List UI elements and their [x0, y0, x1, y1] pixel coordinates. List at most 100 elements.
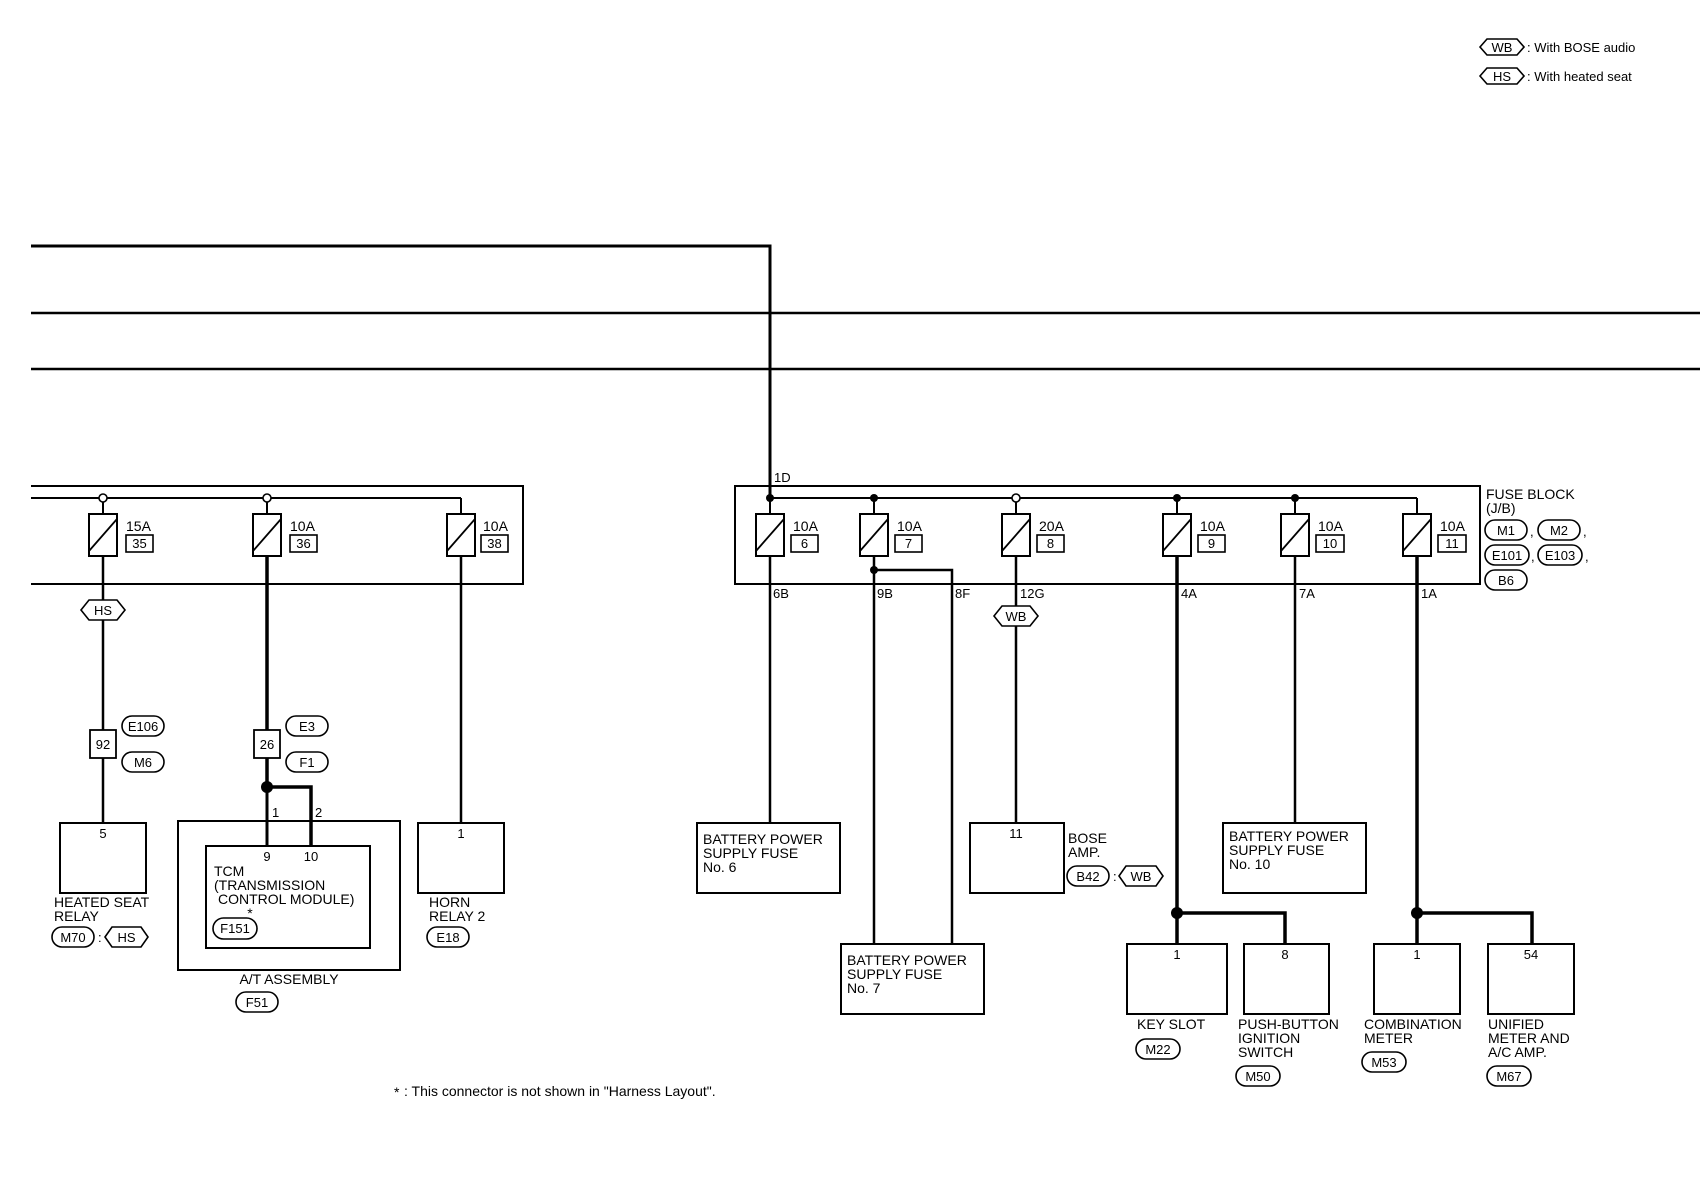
at-assembly-pin-2: 2: [315, 805, 322, 820]
left-fuse-block-frame: [31, 485, 524, 585]
conn-f1-label: F1: [299, 755, 314, 770]
horn-relay-conn: E18: [436, 930, 459, 945]
fuse-block-comma-3: ,: [1531, 549, 1535, 564]
push-button-label-1: PUSH-BUTTON: [1238, 1016, 1339, 1032]
meter-circuit: 1A 1 COMBINATION METER M53 54 UNIFIED ME…: [1361, 556, 1575, 1087]
fuse-7-rating: 10A: [897, 518, 923, 534]
terminal-6b: 6B: [773, 586, 789, 601]
bps10-label-1: BATTERY POWER: [1229, 828, 1349, 844]
bose-amp-pin: 11: [1009, 826, 1023, 841]
tcm-conn: F151: [220, 921, 250, 936]
fuse-38-number: 38: [487, 536, 501, 551]
terminal-7a: 7A: [1299, 586, 1315, 601]
legend-wb-code: WB: [1492, 40, 1513, 55]
fuse-block-conn-e101: E101: [1492, 548, 1522, 563]
fuse-10-number: 10: [1323, 536, 1337, 551]
bps7-label-3: No. 7: [847, 980, 881, 996]
bose-amp: 11 BOSE AMP. B42 : WB: [969, 822, 1164, 894]
key-slot-pin: 1: [1173, 947, 1180, 962]
fuse-block-conn-m2: M2: [1550, 523, 1568, 538]
battery-power-supply-fuse-7: BATTERY POWER SUPPLY FUSE No. 7: [840, 943, 985, 1015]
tcm-label-2: (TRANSMISSION: [214, 877, 325, 893]
combination-meter-pin: 1: [1413, 947, 1420, 962]
fuse-10: 10A 10: [1280, 513, 1345, 557]
fuse-block-conn-e103: E103: [1545, 548, 1575, 563]
push-button-label-2: IGNITION: [1238, 1030, 1300, 1046]
combination-meter: 1 COMBINATION METER M53: [1361, 943, 1462, 1073]
bps6-circuit: 6B BATTERY POWER SUPPLY FUSE No. 6: [696, 556, 841, 894]
unified-meter-and-ac-amp: 54 UNIFIED METER AND A/C AMP. M67: [1486, 943, 1575, 1087]
bps6-label-3: No. 6: [703, 859, 737, 875]
bps10-circuit: 7A BATTERY POWER SUPPLY FUSE No. 10: [1222, 556, 1367, 894]
horn-relay-2: 1 HORN RELAY 2 E18: [417, 822, 505, 948]
unified-meter-label-3: A/C AMP.: [1488, 1044, 1547, 1060]
terminal-1a: 1A: [1421, 586, 1437, 601]
terminal-8f: 8F: [955, 586, 970, 601]
joint-connector-92: [89, 729, 117, 759]
heated-seat-circuit: HS 92 E106 M6 5 HEATED SEAT RELAY M70 : …: [51, 556, 165, 948]
fuse-8-rating: 20A: [1039, 518, 1065, 534]
tcm-label-3: CONTROL MODULE): [218, 891, 354, 907]
wb-option-tag: [992, 605, 1040, 627]
heated-seat-relay-opt: HS: [117, 930, 135, 945]
key-slot-circuit: 4A 1 KEY SLOT M22 8 PUSH-BUTTON IGNITION…: [1126, 556, 1339, 1087]
fuse-36-rating: 10A: [290, 518, 316, 534]
wb-option-text: WB: [1006, 609, 1027, 624]
combination-meter-label-2: METER: [1364, 1030, 1413, 1046]
fuse-block-subtitle: (J/B): [1486, 500, 1516, 516]
bps7-circuit: 9B 8F BATTERY POWER SUPPLY FUSE No. 7: [840, 556, 985, 1015]
fuse-7: 10A 7: [859, 513, 923, 557]
horn-relay-label-1: HORN: [429, 894, 470, 910]
fuse-block-comma-4: ,: [1585, 549, 1589, 564]
fuse-9: 10A 9: [1162, 513, 1226, 557]
fuse-11-number: 11: [1445, 536, 1459, 551]
at-assembly-label: A/T ASSEMBLY: [239, 971, 339, 987]
legend: WB : With BOSE audio HS : With heated se…: [1478, 38, 1635, 85]
joint-pin-26: 26: [260, 737, 274, 752]
fuse-38: 10A 38: [446, 513, 509, 557]
fuse-11-rating: 10A: [1440, 518, 1466, 534]
legend-wb-text: : With BOSE audio: [1527, 40, 1635, 55]
horn-circuit: 1 HORN RELAY 2 E18: [417, 556, 505, 948]
bps10-label-2: SUPPLY FUSE: [1229, 842, 1324, 858]
fuse-block-comma-1: ,: [1530, 524, 1534, 539]
bus-wire-top: [31, 244, 772, 498]
conn-m6-label: M6: [134, 755, 152, 770]
tcm-pin-10: 10: [304, 849, 318, 864]
at-assembly: 1 2 A/T ASSEMBLY F51: [177, 805, 401, 1013]
unified-meter-pin: 54: [1524, 947, 1538, 962]
bps6-label-2: SUPPLY FUSE: [703, 845, 798, 861]
hs-option-text: HS: [94, 603, 112, 618]
tcm-label-1: TCM: [214, 863, 244, 879]
footnote-text: : This connector is not shown in "Harnes…: [404, 1083, 716, 1099]
bose-amp-label-1: BOSE: [1068, 830, 1107, 846]
push-button-conn: M50: [1245, 1069, 1270, 1084]
fuse-block-frame: [734, 485, 1481, 585]
footnote: * : This connector is not shown in "Harn…: [394, 1083, 716, 1100]
bps7-label-2: SUPPLY FUSE: [847, 966, 942, 982]
conn-e3: [285, 715, 329, 737]
heated-seat-relay: 5 HEATED SEAT RELAY M70 : HS: [51, 822, 150, 948]
heated-seat-relay-pin: 5: [99, 826, 106, 841]
bose-amp-colon: :: [1113, 869, 1117, 884]
fuse-35-rating: 15A: [126, 518, 152, 534]
tcm-pin-9: 9: [263, 849, 270, 864]
push-button-ignition-switch: 8 PUSH-BUTTON IGNITION SWITCH M50: [1235, 943, 1339, 1087]
bose-amp-circuit: 12G WB 11 BOSE AMP. B42 : WB: [969, 556, 1164, 894]
terminal-12g: 12G: [1020, 586, 1045, 601]
fuse-35: 15A 35: [88, 513, 154, 557]
conn-e106: [121, 715, 165, 737]
fuse-block-comma-2: ,: [1583, 524, 1587, 539]
fuse-block-jb: 1D 10A 6 10A 7 20A 8: [734, 470, 1589, 591]
bus-lines: [31, 244, 1700, 498]
tcm-asterisk: *: [247, 905, 253, 921]
fuse-7-number: 7: [905, 536, 912, 551]
legend-hs: HS : With heated seat: [1478, 67, 1632, 85]
heated-seat-relay-colon: :: [98, 930, 102, 945]
left-fuse-block: 15A 35 10A 36 10A 38: [31, 485, 524, 585]
fuse-6-rating: 10A: [793, 518, 819, 534]
fuse-11: 10A 11: [1402, 513, 1467, 557]
fuse-6-number: 6: [801, 536, 808, 551]
fuse-38-rating: 10A: [483, 518, 509, 534]
